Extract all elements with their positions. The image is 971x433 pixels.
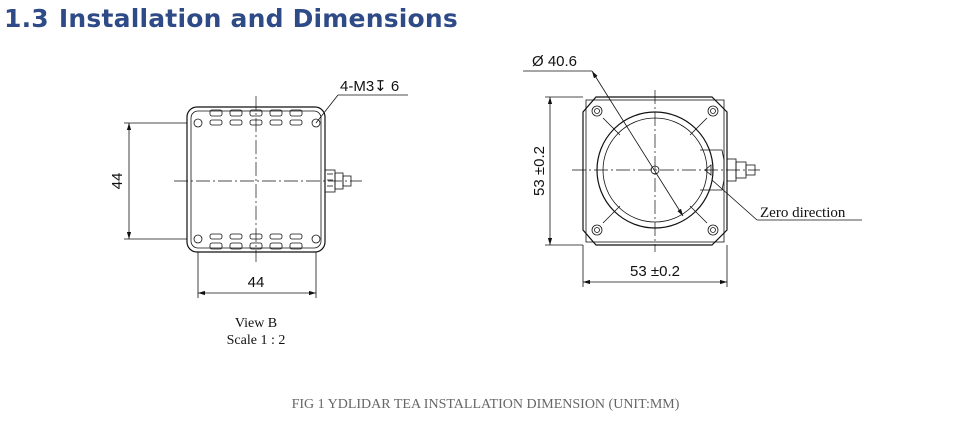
top-view-width-label: 53 ±0.2 [630, 263, 680, 280]
section-heading: 1.3 Installation and Dimensions [4, 0, 458, 38]
hole-callout-label: 4-M3↧ 6 [340, 78, 399, 95]
hole-callout-leader [315, 94, 339, 124]
view-b-top-slots [209, 109, 303, 126]
view-b-mounting-holes [193, 118, 321, 244]
diameter-dim-line [591, 70, 684, 217]
view-b-height-label: 44 [109, 173, 126, 190]
section-number: 1.3 [4, 4, 49, 33]
view-b-inner-outline [190, 110, 322, 249]
view-b-drawing: 4-M3↧ 6 44 44 View B Scale 1 : 2 [109, 78, 408, 348]
view-b-scale-label: Scale 1 : 2 [227, 333, 286, 348]
zero-direction-leader [711, 179, 758, 221]
figure-caption: FIG 1 YDLIDAR TEA INSTALLATION DIMENSION… [291, 397, 680, 412]
view-b-bottom-slots [209, 233, 303, 250]
zero-direction-label: Zero direction [760, 205, 846, 221]
view-b-label: View B [235, 316, 277, 331]
view-b-width-label: 44 [248, 274, 265, 291]
top-view-base-outline [582, 96, 728, 246]
top-view-height-label: 53 ±0.2 [531, 146, 548, 196]
top-view-drawing: Ø 40.6 53 ±0.2 53 ±0.2 Zero direction [523, 53, 862, 287]
section-title: Installation and Dimensions [58, 4, 458, 33]
diameter-label: Ø 40.6 [532, 53, 577, 70]
